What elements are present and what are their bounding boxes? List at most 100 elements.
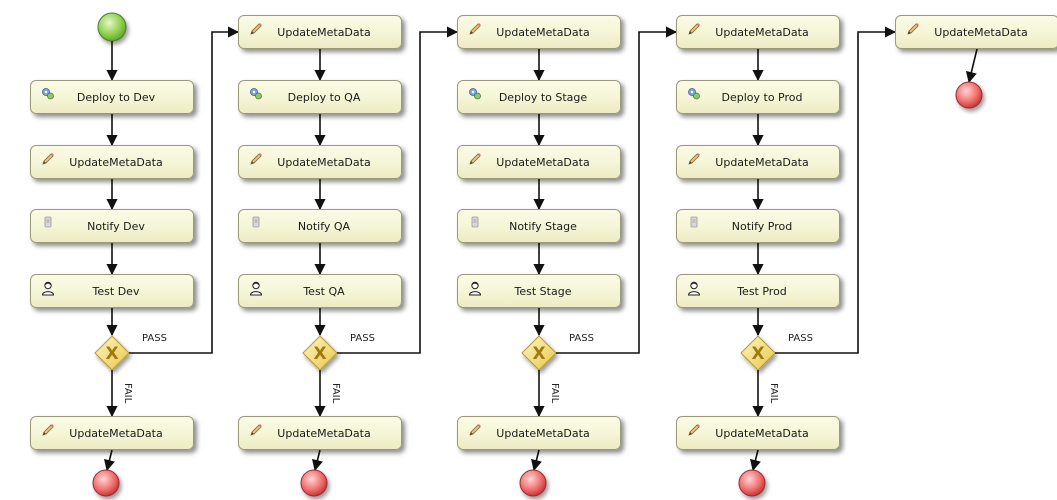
task-label: Notify QA — [297, 219, 351, 233]
notify-icon — [686, 215, 702, 231]
user-icon — [248, 280, 264, 296]
pass-label: PASS — [350, 333, 375, 344]
connector — [750, 449, 761, 472]
task-fail-update-metadata[interactable]: UpdateMetaData — [457, 416, 621, 450]
end-event[interactable] — [92, 469, 120, 497]
end-event[interactable] — [519, 469, 547, 497]
end-event[interactable] — [738, 469, 766, 497]
task-label: Deploy to Prod — [721, 90, 803, 104]
connector — [104, 449, 115, 472]
task-notify[interactable]: Notify Prod — [676, 209, 840, 243]
task-deploy[interactable]: Deploy to Stage — [457, 80, 621, 114]
decision-gateway[interactable]: X — [521, 335, 557, 371]
start-event[interactable] — [97, 12, 127, 42]
pass-label: PASS — [788, 333, 813, 344]
gateway-marker: X — [751, 344, 764, 364]
script-icon — [248, 86, 264, 102]
task-update-metadata[interactable]: UpdateMetaData — [676, 145, 840, 179]
task-label: UpdateMetaData — [277, 426, 371, 440]
task-deploy[interactable]: Deploy to Dev — [30, 80, 194, 114]
end-event[interactable] — [300, 469, 328, 497]
pencil-icon — [686, 151, 702, 167]
task-label: Test Prod — [737, 284, 787, 298]
pass-connector — [556, 26, 678, 354]
task-label: Deploy to Dev — [76, 90, 156, 104]
decision-gateway[interactable]: X — [740, 335, 776, 371]
task-deploy[interactable]: Deploy to Prod — [676, 80, 840, 114]
pencil-icon — [905, 21, 921, 37]
gateway-marker: X — [532, 344, 545, 364]
user-icon — [686, 280, 702, 296]
pencil-icon — [467, 422, 483, 438]
task-label: UpdateMetaData — [69, 155, 163, 169]
script-icon — [40, 86, 56, 102]
task-final-update-metadata[interactable]: UpdateMetaData — [895, 15, 1057, 49]
task-fail-update-metadata[interactable]: UpdateMetaData — [238, 416, 402, 450]
task-label: UpdateMetaData — [715, 426, 809, 440]
task-label: UpdateMetaData — [715, 155, 809, 169]
task-deploy[interactable]: Deploy to QA — [238, 80, 402, 114]
notify-icon — [248, 215, 264, 231]
task-label: Deploy to Stage — [498, 90, 588, 104]
gateway-marker: X — [105, 344, 118, 364]
pass-connector — [775, 26, 897, 354]
task-fail-update-metadata[interactable]: UpdateMetaData — [30, 416, 194, 450]
task-label: Test QA — [303, 284, 345, 298]
task-label: Notify Dev — [87, 219, 145, 233]
task-update-metadata[interactable]: UpdateMetaData — [30, 145, 194, 179]
task-label: UpdateMetaData — [496, 155, 590, 169]
pencil-icon — [40, 422, 56, 438]
task-label: Notify Stage — [509, 219, 577, 233]
fail-label: FAIL — [122, 383, 133, 404]
task-test[interactable]: Test QA — [238, 274, 402, 308]
script-icon — [467, 86, 483, 102]
task-test[interactable]: Test Stage — [457, 274, 621, 308]
pencil-icon — [467, 151, 483, 167]
end-event[interactable] — [955, 81, 983, 109]
pencil-icon — [248, 422, 264, 438]
connector — [312, 449, 323, 472]
user-icon — [467, 280, 483, 296]
decision-gateway[interactable]: X — [94, 335, 130, 371]
decision-gateway[interactable]: X — [302, 335, 338, 371]
task-label: UpdateMetaData — [277, 25, 371, 39]
task-test[interactable]: Test Dev — [30, 274, 194, 308]
notify-icon — [467, 215, 483, 231]
fail-label: FAIL — [330, 383, 341, 404]
pass-label: PASS — [142, 333, 167, 344]
pass-label: PASS — [569, 333, 594, 344]
task-label: UpdateMetaData — [934, 25, 1028, 39]
task-label: Notify Prod — [731, 219, 793, 233]
pass-connector — [129, 26, 240, 354]
pass-connector — [337, 26, 459, 354]
task-update-metadata[interactable]: UpdateMetaData — [238, 145, 402, 179]
pencil-icon — [467, 21, 483, 37]
task-label: Test Dev — [92, 284, 140, 298]
task-notify[interactable]: Notify Stage — [457, 209, 621, 243]
pencil-icon — [248, 151, 264, 167]
pencil-icon — [686, 21, 702, 37]
task-label: UpdateMetaData — [69, 426, 163, 440]
task-label: UpdateMetaData — [277, 155, 371, 169]
task-test[interactable]: Test Prod — [676, 274, 840, 308]
task-entry-update[interactable]: UpdateMetaData — [676, 15, 840, 49]
connector — [965, 48, 978, 84]
task-update-metadata[interactable]: UpdateMetaData — [457, 145, 621, 179]
user-icon — [40, 280, 56, 296]
task-label: UpdateMetaData — [715, 25, 809, 39]
task-label: Test Stage — [514, 284, 572, 298]
connector — [531, 449, 542, 472]
task-fail-update-metadata[interactable]: UpdateMetaData — [676, 416, 840, 450]
task-entry-update[interactable]: UpdateMetaData — [238, 15, 402, 49]
task-label: Deploy to QA — [287, 90, 361, 104]
task-entry-update[interactable]: UpdateMetaData — [457, 15, 621, 49]
gateway-marker: X — [313, 344, 326, 364]
pencil-icon — [40, 151, 56, 167]
task-notify[interactable]: Notify Dev — [30, 209, 194, 243]
fail-label: FAIL — [768, 383, 779, 404]
task-label: UpdateMetaData — [496, 25, 590, 39]
pencil-icon — [686, 422, 702, 438]
task-notify[interactable]: Notify QA — [238, 209, 402, 243]
